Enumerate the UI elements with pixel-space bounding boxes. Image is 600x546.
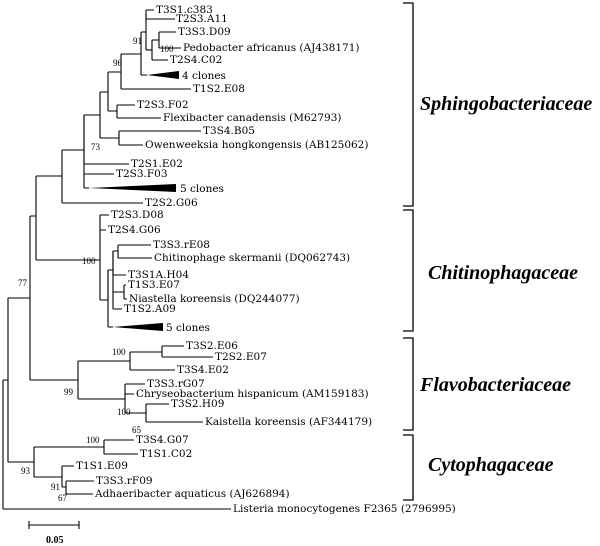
leaf-label: Pedobacter africanus (AJ438171): [183, 42, 360, 54]
family-brackets: [403, 2, 414, 501]
collapsed-clade-triangle: [89, 184, 176, 192]
branch: [35, 175, 100, 261]
branch: [103, 439, 138, 455]
family-labels: Sphingobacteriaceae Chitinophagaceae Fla…: [419, 93, 592, 476]
branch: [112, 251, 122, 310]
leaf-label: Adhaeribacter aquaticus (AJ626894): [94, 488, 290, 500]
bootstrap-value: 100: [112, 347, 126, 357]
leaf-label: T3S1A.H04: [128, 269, 189, 281]
leaf-label: T3S4.G07: [136, 434, 189, 446]
bootstrap-value: 99: [64, 387, 74, 397]
leaf-label: T1S3.E07: [128, 279, 180, 291]
family-label: Chitinophagaceae: [428, 262, 578, 284]
family-label: Flavobacteriaceae: [419, 374, 571, 396]
scale-bar-label: 0.05: [46, 535, 64, 546]
leaf-label: T1S2.E08: [193, 83, 245, 95]
leaf-label: T1S2.A09: [124, 303, 176, 315]
collapsed-clade-triangle: [147, 71, 179, 79]
branch: [99, 214, 109, 301]
leaf-label: Chitinophage skermanii (DQ062743): [154, 252, 350, 264]
bootstrap-value: 67: [58, 493, 68, 503]
leaf-label: T3S1.c383: [156, 4, 213, 16]
leaf-label: T3S4.B05: [203, 125, 255, 137]
leaf-label: T3S2.H09: [171, 398, 224, 410]
family-bracket: [403, 209, 414, 332]
branch: [129, 351, 175, 371]
bootstrap-value: 65: [132, 425, 142, 435]
bootstrap-value: 100: [82, 256, 96, 266]
leaf-label: 5 clones: [180, 183, 224, 195]
leaf-label: Listeria monocytogenes F2365 (2796995): [233, 503, 456, 515]
branch: [29, 215, 78, 381]
leaf-label: Kaistella koreensis (AF344179): [205, 416, 372, 428]
leaf-label: T2S2.E07: [215, 351, 267, 363]
leaf-label: T2S4.G06: [108, 224, 161, 236]
leaf-label: Owenweeksia hongkongensis (AB125062): [145, 139, 368, 151]
branch: [117, 244, 152, 259]
scale-bar: 0.05: [28, 521, 80, 546]
leaf-label: T3S3.D09: [178, 26, 231, 38]
family-bracket: [403, 434, 414, 501]
leaf-label: T3S4.E02: [177, 364, 229, 376]
bootstrap-value: 91: [51, 482, 60, 492]
leaf-label: T2S4.C02: [170, 54, 222, 66]
leaf-label: Niastella koreensis (DQ244077): [129, 293, 300, 305]
branch: [107, 269, 113, 328]
leaf-label: T3S3.rG07: [147, 378, 205, 390]
leaf-label: T2S3.A11: [176, 13, 228, 25]
leaf-label: T3S2.E06: [186, 340, 238, 352]
leaf-label: T1S1.C02: [140, 448, 192, 460]
branch: [99, 91, 119, 139]
leaf-label: 4 clones: [182, 70, 226, 82]
family-label: Cytophagaceae: [428, 454, 554, 476]
family-bracket: [403, 2, 414, 207]
family-bracket: [403, 337, 414, 431]
bootstrap-value: 96: [113, 58, 123, 68]
leaf-label: 5 clones: [166, 322, 210, 334]
bootstrap-value: 77: [18, 278, 28, 288]
leaf-label: T3S3.rF09: [96, 475, 153, 487]
branch: [123, 284, 127, 300]
leaf-label: T2S3.D08: [111, 209, 164, 221]
tree-branches: [2, 9, 231, 510]
branch: [124, 383, 146, 414]
bootstrap-value: 100: [160, 44, 174, 54]
leaf-label: Chryseobacterium hispanicum (AM159183): [136, 388, 369, 400]
leaf-label: T2S3.F02: [137, 99, 189, 111]
branch: [61, 465, 74, 488]
leaf-label: T2S2.G06: [145, 197, 198, 209]
branch: [2, 379, 231, 510]
leaf-label: T3S3.rE08: [153, 239, 210, 251]
leaf-label: Flexibacter canadensis (M62793): [163, 112, 341, 124]
leaf-label: T2S1.E02: [131, 158, 183, 170]
scale-bar-line: [28, 521, 80, 529]
branch: [77, 360, 130, 400]
bootstrap-value: 100: [86, 435, 100, 445]
family-label: Sphingobacteriaceae: [420, 93, 592, 115]
bootstrap-value: 73: [91, 142, 101, 152]
branch: [65, 480, 94, 495]
bootstrap-value: 100: [117, 407, 131, 417]
leaf-label: T1S1.E09: [76, 460, 128, 472]
bootstrap-value: 93: [21, 466, 31, 476]
collapsed-clade-triangle: [113, 323, 163, 331]
leaf-labels: T3S1.c383 T2S3.A11 T3S3.D09 Pedobacter a…: [76, 4, 456, 515]
leaf-label: T2S3.F03: [116, 168, 168, 180]
bootstrap-value: 91: [133, 36, 142, 46]
bootstrap-values: 91 100 96 73 100 77 100 99 100 65 100 93…: [18, 36, 174, 503]
